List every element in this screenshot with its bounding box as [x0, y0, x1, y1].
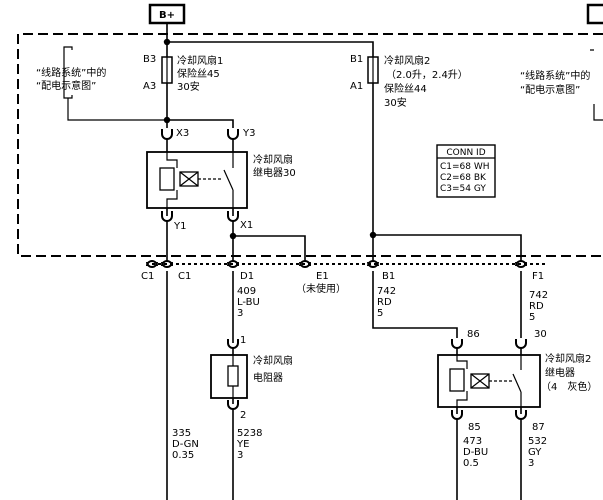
pin-c1-right: C1 [178, 271, 191, 282]
wire-742a-gauge: 5 [377, 308, 383, 319]
wire-742b-number: 742 [529, 290, 548, 301]
wire-409-gauge: 3 [237, 308, 243, 319]
power-wire-main [166, 23, 374, 57]
fuse2-number: 保险丝44 [384, 82, 427, 95]
relay2-pin-86: 86 [467, 329, 480, 340]
pin-c1-left: C1 [141, 271, 154, 282]
right-ref-line1: “线路系统”中的 [520, 69, 590, 82]
pin-e1-unused-note: （未使用） [296, 282, 346, 295]
relay30-name: 冷却风扇 [253, 153, 293, 166]
offpage-terminal-box [586, 3, 603, 25]
relay30-number: 继电器30 [253, 166, 296, 179]
fuse-44 [367, 56, 379, 235]
wire-409-number: 409 [237, 286, 256, 297]
wire-5238-gauge: 3 [237, 450, 243, 461]
conn-id-row-c3: C3=54 GY [440, 184, 486, 194]
cooling-fan-relay-2 [437, 339, 541, 420]
relay30-pin-y3: Y3 [242, 128, 255, 139]
wire-532-color: GY [528, 447, 542, 458]
fuse2-engine-note: （2.0升，2.4升） [386, 69, 468, 81]
relay2-name: 冷却风扇2 [545, 352, 591, 365]
conn-id-title: CONN ID [446, 148, 485, 158]
fuse2-pin-a1: A1 [350, 81, 363, 92]
wire-742-b1 [372, 271, 458, 338]
wire-fuse2-branch [373, 234, 522, 262]
fuse1-rating: 30安 [177, 80, 200, 93]
relay2-pin-85: 85 [468, 422, 481, 433]
pin-d1: D1 [240, 271, 254, 282]
left-ref-line2: “配电示意图” [36, 79, 96, 92]
wire-409-color: L-BU [237, 297, 260, 308]
battery-positive-label: B+ [159, 10, 175, 21]
x1-junction [229, 232, 237, 240]
fuse1-name: 冷却风扇1 [177, 54, 223, 67]
pin-b1: B1 [382, 271, 395, 282]
fuse2-pin-b1: B1 [350, 54, 363, 65]
wire-742a-color: RD [377, 297, 392, 308]
fuse2-name: 冷却风扇2 [384, 54, 430, 67]
fuse1-pin-b3: B3 [143, 54, 156, 65]
fuse2-junction [369, 231, 377, 239]
relay2-pin-30: 30 [534, 329, 547, 340]
relay2-color-note: （4 灰色） [541, 380, 597, 393]
relay30-pin-x1: X1 [240, 220, 253, 231]
wire-335-gauge: 0.35 [172, 450, 194, 461]
cooling-fan-resistor [210, 339, 248, 410]
right-ref-bracket [590, 49, 603, 121]
fuse2-rating: 30安 [384, 96, 407, 109]
resistor-type: 电阻器 [253, 371, 283, 384]
conn-id-row-c2: C2=68 BK [440, 173, 487, 183]
wire-532-gauge: 3 [528, 458, 534, 469]
wire-5238-number: 5238 [237, 428, 262, 439]
relay2-pin-87: 87 [532, 422, 545, 433]
wire-532-number: 532 [528, 436, 547, 447]
fuse1-junction [163, 116, 171, 124]
wire-5238-color: YE [236, 439, 249, 450]
wire-473-number: 473 [463, 436, 482, 447]
pin-f1: F1 [532, 271, 544, 282]
right-ref-line2: “配电示意图” [520, 83, 580, 96]
relay30-pin-x3: X3 [176, 128, 189, 139]
wire-fuse1-to-relay-y3 [167, 119, 234, 128]
wire-x1-to-e1 [233, 235, 306, 262]
resistor-pin-1: 1 [240, 335, 246, 346]
conn-id-row-c1: C1=68 WH [440, 162, 490, 172]
wire-473-gauge: 0.5 [463, 458, 479, 469]
wire-742a-number: 742 [377, 286, 396, 297]
boundary-connectors [146, 260, 527, 268]
conn-id-table [436, 144, 496, 198]
wire-742b-color: RD [529, 301, 544, 312]
relay30-pin-y1: Y1 [173, 221, 186, 232]
left-ref-bracket [63, 46, 167, 121]
wire-742b-gauge: 5 [529, 312, 535, 323]
wire-473-color: D-BU [463, 447, 488, 458]
resistor-pin-2: 2 [240, 410, 246, 421]
fuse1-number: 保险丝45 [177, 67, 220, 80]
battery-positive-terminal: B+ [148, 3, 186, 25]
fuse1-pin-a3: A3 [143, 81, 156, 92]
wire-335-color: D-GN [172, 439, 199, 450]
fuse-45 [161, 42, 173, 128]
wire-335-number: 335 [172, 428, 191, 439]
left-ref-line1: “线路系统”中的 [36, 66, 106, 79]
resistor-name: 冷却风扇 [253, 354, 293, 367]
fuse-block-boundary [17, 33, 603, 257]
pin-e1: E1 [316, 271, 329, 282]
relay2-type: 继电器 [545, 366, 575, 379]
relay-30 [146, 129, 248, 222]
